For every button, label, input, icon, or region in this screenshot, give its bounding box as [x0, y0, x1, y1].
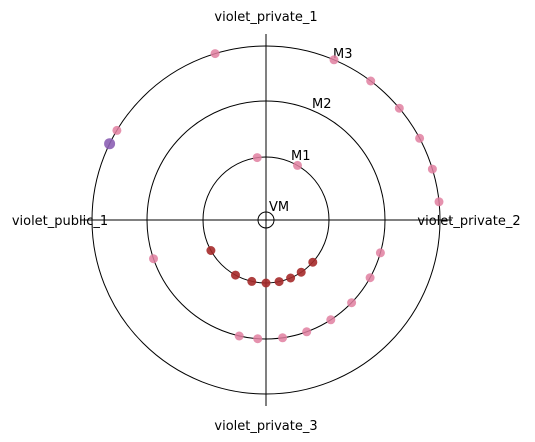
label-m1: M1 — [291, 149, 311, 164]
node-point-outer-4 — [366, 76, 376, 86]
node-point-outer-7 — [427, 164, 437, 174]
node-point-middle-11 — [347, 298, 357, 308]
node-point-inner-22 — [286, 273, 296, 283]
node-point-middle-17 — [149, 254, 158, 264]
ring-m3 — [91, 45, 441, 395]
node-point-inner-23 — [274, 277, 284, 287]
node-point-inner-27 — [206, 246, 216, 255]
label-bottom-violet-private-3: violet_private_3 — [214, 419, 317, 434]
node-point-inner-18 — [252, 153, 262, 163]
label-vm: VM — [269, 200, 289, 215]
node-point-middle-14 — [278, 333, 288, 343]
node-point-outer-3 — [329, 55, 339, 65]
node-point-outer-0 — [104, 138, 116, 150]
node-point-outer-1 — [112, 125, 122, 135]
node-point-middle-9 — [375, 248, 385, 258]
node-point-outer-8 — [434, 197, 444, 207]
node-point-inner-25 — [247, 276, 257, 286]
vm-node — [257, 211, 275, 229]
node-point-outer-2 — [210, 49, 220, 59]
node-point-outer-6 — [415, 133, 425, 143]
node-point-inner-24 — [261, 278, 271, 288]
node-point-middle-16 — [234, 331, 244, 341]
node-point-outer-5 — [394, 103, 404, 113]
node-point-middle-10 — [365, 273, 375, 283]
node-point-inner-20 — [308, 257, 318, 267]
node-point-inner-19 — [293, 160, 302, 170]
node-point-inner-21 — [296, 267, 306, 277]
ring-m2 — [146, 100, 386, 340]
label-top-violet-private-1: violet_private_1 — [214, 10, 317, 25]
node-point-middle-12 — [326, 315, 336, 325]
node-point-middle-13 — [302, 327, 312, 337]
label-m2: M2 — [312, 97, 332, 112]
node-point-inner-26 — [231, 270, 240, 280]
points-layer — [104, 49, 444, 344]
label-left-violet-public-1: violet_public_1 — [12, 214, 108, 229]
node-point-middle-15 — [253, 334, 263, 344]
label-right-violet-private-2: violet_private_2 — [417, 214, 520, 229]
